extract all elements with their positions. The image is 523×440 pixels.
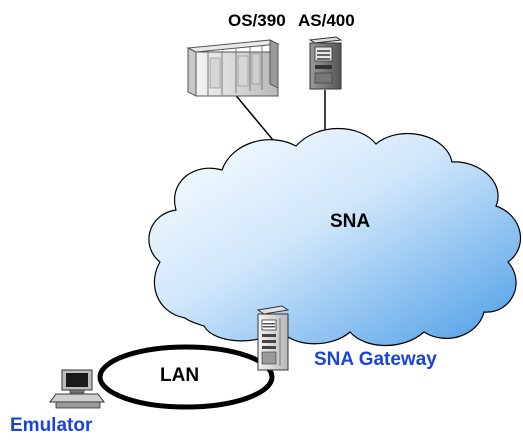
mainframe-icon bbox=[186, 39, 280, 97]
lan-label: LAN bbox=[160, 365, 200, 386]
workstation-icon bbox=[49, 369, 105, 409]
sna-gateway-label: SNA Gateway bbox=[314, 349, 437, 370]
lan-ring bbox=[97, 344, 275, 410]
gateway-server-icon bbox=[256, 305, 290, 371]
sna-cloud bbox=[148, 128, 522, 347]
as400-label: AS/400 bbox=[298, 11, 355, 30]
os390-label: OS/390 bbox=[228, 11, 286, 30]
midrange-server-icon bbox=[308, 36, 343, 90]
emulator-label: Emulator bbox=[10, 415, 93, 436]
sna-label: SNA bbox=[330, 211, 371, 232]
